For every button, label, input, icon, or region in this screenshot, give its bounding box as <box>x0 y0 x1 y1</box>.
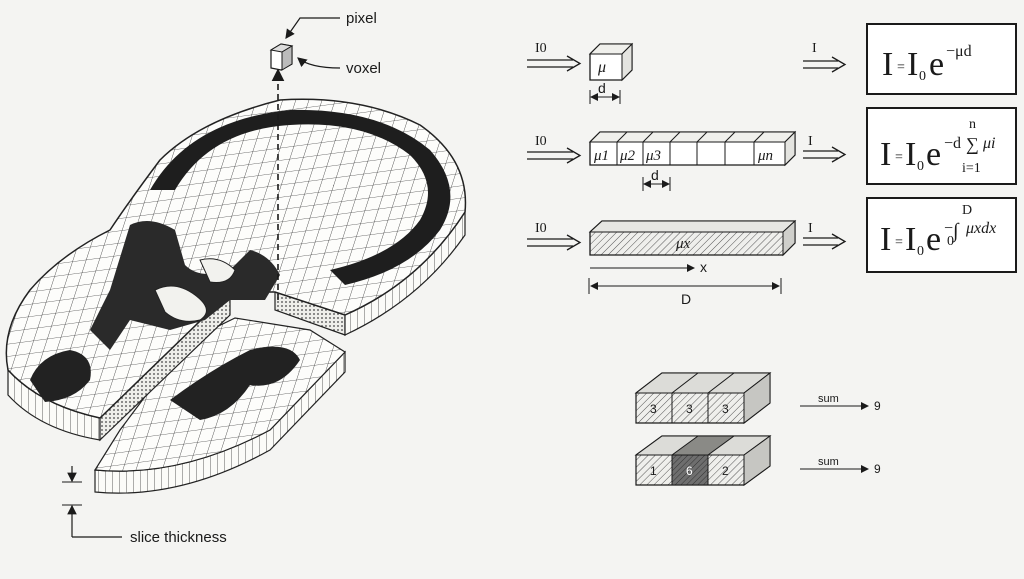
eq2-term: μi <box>982 135 995 152</box>
eq2-base: I <box>905 136 916 173</box>
eq1-e: e <box>929 46 944 83</box>
bottom-sum-result: 9 <box>874 462 881 476</box>
row1-voxel-cube <box>588 42 634 82</box>
eq3-integral: ∫ <box>951 220 960 243</box>
equation3: I = I 0 e − ∫ D 0 μxdx <box>880 203 996 259</box>
slice-main-top <box>5 98 467 419</box>
bottom-sum-label: sum <box>818 456 839 468</box>
equation1: I = I 0 e −μd <box>882 43 972 84</box>
row2-mu3: μ3 <box>645 148 661 164</box>
head-slice-illustration: pixel voxel slice thickness <box>5 10 467 546</box>
eq2-exp: −d <box>944 135 961 152</box>
row-continuous-bar: I0 μx x D I I = I 0 e − ∫ D <box>527 197 1017 307</box>
row1-mu-label: μ <box>597 59 606 76</box>
bottom-block-value-1: 1 <box>650 464 657 478</box>
row-voxel-series: I0 μ1 μ2 μ3 μn d I <box>527 107 1017 191</box>
row2-mu1: μ1 <box>593 148 609 164</box>
eq1-exp: −μd <box>946 43 972 60</box>
row1-output-label: I <box>812 41 817 56</box>
sinus-detail <box>154 258 236 322</box>
row2-input-label: I0 <box>535 134 547 149</box>
row3-x-label: x <box>700 259 707 275</box>
bottom-block-value-2: 6 <box>686 464 693 478</box>
voxel-label: voxel <box>346 60 381 77</box>
eq2-sum: ∑ <box>966 134 979 154</box>
row2-output-label: I <box>808 134 813 149</box>
row2-mu2: μ2 <box>619 148 636 164</box>
slice-thickness-marker <box>62 466 122 538</box>
pixel-leader <box>285 17 340 39</box>
row2-mun: μn <box>757 148 773 164</box>
lower-dark-tissue <box>170 346 300 420</box>
row3-output-arrow <box>803 233 847 250</box>
row3-input-label: I0 <box>535 221 547 236</box>
sum-block-top: 3 3 3 <box>634 371 772 425</box>
row1-input-label: I0 <box>535 41 547 56</box>
top-sum-result: 9 <box>874 399 881 413</box>
top-sum-label: sum <box>818 393 839 405</box>
central-bone-structures <box>90 221 280 350</box>
eq1-lhs: I <box>882 46 893 83</box>
row3-continuous-bar <box>588 219 797 257</box>
row3-output-label: I <box>808 221 813 236</box>
equation3-box <box>866 197 1017 273</box>
eq1-sub: 0 <box>919 69 926 84</box>
eq2-lhs: I <box>880 136 891 173</box>
bottom-block-value-3: 2 <box>722 464 729 478</box>
eq3-upper: D <box>962 203 972 218</box>
eq2-sub: 0 <box>917 159 924 174</box>
top-block-value-3: 3 <box>722 402 729 416</box>
eq2-lower: i=1 <box>962 161 981 176</box>
eq3-base: I <box>905 221 916 258</box>
row2-input-arrow <box>527 147 582 164</box>
voxel-leader <box>297 57 341 69</box>
row2-output-arrow <box>803 146 847 163</box>
equation1-box <box>866 23 1017 95</box>
top-block-value-1: 3 <box>650 402 657 416</box>
eq3-lhs: I <box>880 221 891 258</box>
eq3-sub: 0 <box>917 244 924 259</box>
row3-input-arrow <box>527 234 582 251</box>
row1-input-arrow <box>527 55 582 72</box>
equation2-box <box>866 107 1017 185</box>
eq2-equals: = <box>895 150 903 165</box>
row3-D-label: D <box>681 291 691 307</box>
row2-voxel-row <box>588 130 797 167</box>
eq3-equals: = <box>895 235 903 250</box>
row1-output-arrow <box>803 56 847 73</box>
sum-block-bottom: 1 6 2 <box>634 435 772 486</box>
equation2: I = I 0 e −d ∑ n i=1 μi <box>880 117 995 176</box>
voxel-cube <box>269 43 294 71</box>
eq3-lower: 0 <box>947 234 954 249</box>
eq2-upper: n <box>969 117 976 132</box>
eq3-term: μxdx <box>965 220 996 237</box>
row2-d-label: d <box>651 167 659 183</box>
slice-thickness-label: slice thickness <box>130 529 227 546</box>
eq3-e: e <box>926 221 941 258</box>
top-block-value-2: 3 <box>686 402 693 416</box>
row1-d-label: d <box>598 80 606 96</box>
row-single-voxel: I0 μ d I I = I 0 e −μd <box>527 23 1017 104</box>
pixel-label: pixel <box>346 10 377 27</box>
eq3-exp: − <box>944 220 953 237</box>
eq2-e: e <box>926 136 941 173</box>
eq1-base: I <box>907 46 918 83</box>
eq1-equals: = <box>897 60 905 75</box>
row3-mux: μx <box>675 236 691 252</box>
left-dark-tissue <box>30 350 91 402</box>
